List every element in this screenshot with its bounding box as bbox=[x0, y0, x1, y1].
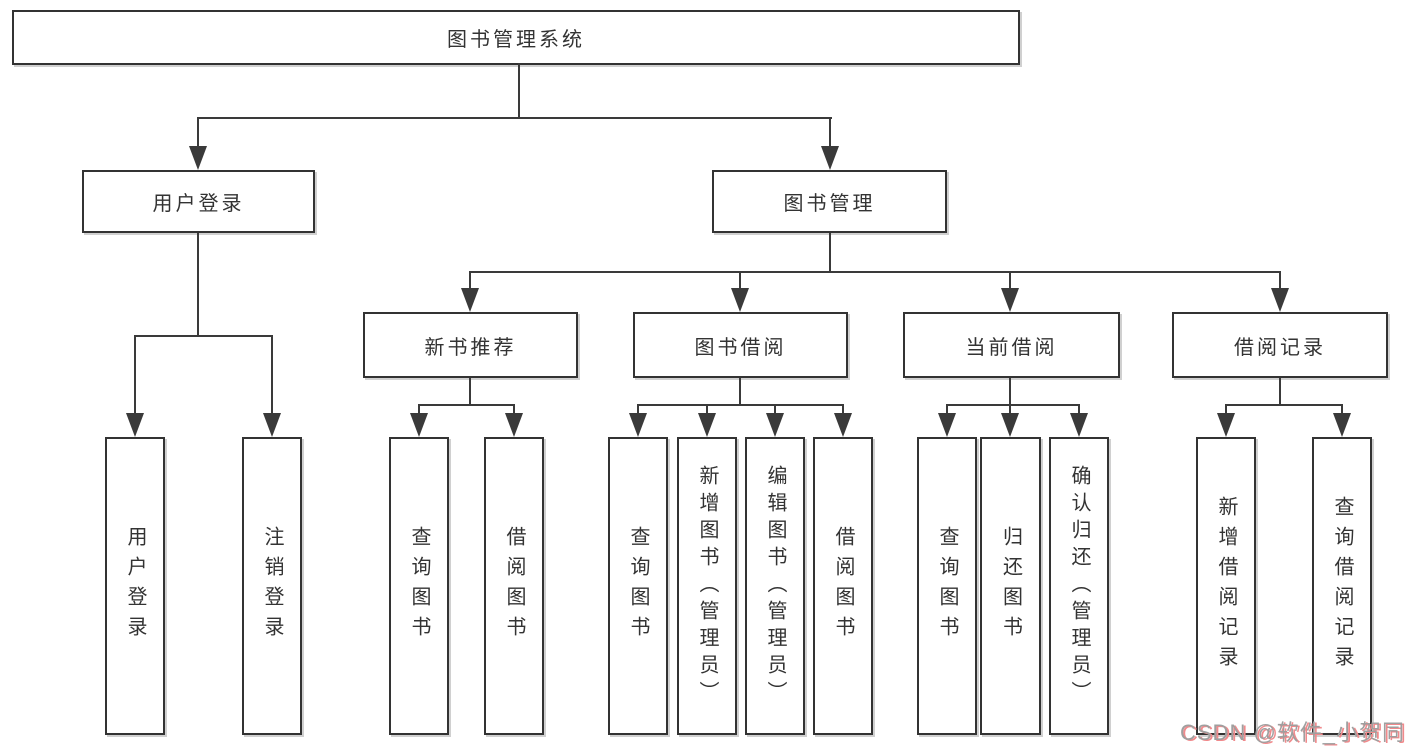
leaf-user-login: 用户登录 bbox=[105, 437, 165, 735]
connector-drop-cb-return bbox=[1009, 404, 1011, 418]
connector-drop-bb-add bbox=[706, 404, 708, 418]
connector-drop-bb-borrow bbox=[842, 404, 844, 418]
connector-drop-leaf-logout bbox=[271, 335, 273, 417]
connector-book-borrow-split bbox=[637, 404, 844, 406]
connector-drop-nb-borrow bbox=[513, 404, 515, 418]
connector-drop-book-borrow bbox=[739, 271, 741, 291]
connector-drop-bb-edit bbox=[774, 404, 776, 418]
leaf-cb-query-book: 查询图书 bbox=[917, 437, 977, 735]
node-borrow-record-label: 借阅记录 bbox=[1234, 336, 1326, 359]
arrowhead-nb-query-icon bbox=[410, 413, 428, 437]
connector-drop-user-login bbox=[197, 117, 199, 150]
arrowhead-new-book-icon bbox=[461, 288, 479, 312]
connector-book-management-stem bbox=[829, 233, 831, 273]
arrowhead-nb-borrow-icon bbox=[505, 413, 523, 437]
connector-drop-borrow-record bbox=[1279, 271, 1281, 291]
connector-new-book-stem bbox=[469, 378, 471, 406]
arrowhead-cb-query-icon bbox=[938, 413, 956, 437]
arrowhead-borrow-record-icon bbox=[1271, 288, 1289, 312]
leaf-bb-borrow-book: 借阅图书 bbox=[813, 437, 873, 735]
node-book-borrow: 图书借阅 bbox=[633, 312, 848, 378]
node-user-login-label: 用户登录 bbox=[152, 193, 245, 215]
connector-drop-bb-query bbox=[637, 404, 639, 418]
leaf-nb-query-book: 查询图书 bbox=[389, 437, 449, 735]
connector-drop-cb-confirm bbox=[1078, 404, 1080, 418]
connector-current-borrow-stem bbox=[1009, 378, 1011, 406]
connector-book-management-split bbox=[469, 271, 1281, 273]
leaf-br-add-record-label: 新增借阅记录 bbox=[1215, 496, 1237, 676]
arrowhead-leaf-logout-icon bbox=[263, 413, 281, 437]
leaf-bb-query-book: 查询图书 bbox=[608, 437, 668, 735]
leaf-bb-edit-book-admin: 编辑图书（管理员） bbox=[745, 437, 805, 735]
leaf-nb-borrow-book-label: 借阅图书 bbox=[503, 526, 525, 646]
leaf-br-query-record: 查询借阅记录 bbox=[1312, 437, 1372, 735]
leaf-cb-query-book-label: 查询图书 bbox=[936, 526, 958, 646]
connector-root-stem bbox=[518, 63, 520, 119]
watermark: CSDN @软件_小贺同学 bbox=[1180, 720, 1405, 745]
node-book-management-label: 图书管理 bbox=[783, 193, 876, 215]
arrowhead-bb-add-icon bbox=[698, 413, 716, 437]
connector-drop-leaf-user-login bbox=[134, 335, 136, 417]
leaf-bb-add-book-admin: 新增图书（管理员） bbox=[677, 437, 737, 735]
arrowhead-book-borrow-icon bbox=[731, 288, 749, 312]
leaf-bb-add-book-admin-label: 新增图书（管理员） bbox=[696, 464, 718, 708]
connector-root-split bbox=[197, 117, 832, 119]
leaf-user-login-label: 用户登录 bbox=[124, 526, 146, 646]
leaf-nb-query-book-label: 查询图书 bbox=[408, 526, 430, 646]
connector-borrow-record-stem bbox=[1279, 378, 1281, 406]
connector-drop-book-management bbox=[829, 117, 831, 150]
leaf-logout-login: 注销登录 bbox=[242, 437, 302, 735]
connector-new-book-split bbox=[418, 404, 515, 406]
arrowhead-bb-borrow-icon bbox=[834, 413, 852, 437]
node-current-borrow-label: 当前借阅 bbox=[965, 336, 1058, 359]
node-new-book-recommend: 新书推荐 bbox=[363, 312, 578, 378]
connector-drop-br-add bbox=[1225, 404, 1227, 418]
connector-user-login-split bbox=[134, 335, 273, 337]
node-root-label: 图书管理系统 bbox=[447, 29, 585, 51]
connector-drop-new-book bbox=[469, 271, 471, 291]
connector-current-borrow-split bbox=[946, 404, 1080, 406]
arrowhead-br-add-icon bbox=[1217, 413, 1235, 437]
node-current-borrow: 当前借阅 bbox=[903, 312, 1120, 378]
node-book-management: 图书管理 bbox=[712, 170, 947, 233]
leaf-br-query-record-label: 查询借阅记录 bbox=[1331, 496, 1353, 676]
leaf-logout-login-label: 注销登录 bbox=[261, 526, 283, 646]
node-user-login: 用户登录 bbox=[82, 170, 315, 233]
leaf-cb-return-book: 归还图书 bbox=[980, 437, 1041, 735]
node-new-book-recommend-label: 新书推荐 bbox=[424, 336, 517, 359]
arrowhead-book-management-icon bbox=[821, 146, 839, 170]
arrowhead-br-query-icon bbox=[1333, 413, 1351, 437]
leaf-cb-confirm-return-admin: 确认归还（管理员） bbox=[1049, 437, 1109, 735]
connector-drop-br-query bbox=[1341, 404, 1343, 418]
leaf-bb-edit-book-admin-label: 编辑图书（管理员） bbox=[764, 464, 786, 708]
connector-drop-cb-query bbox=[946, 404, 948, 418]
node-book-borrow-label: 图书借阅 bbox=[694, 336, 787, 359]
arrowhead-cb-confirm-icon bbox=[1070, 413, 1088, 437]
node-borrow-record: 借阅记录 bbox=[1172, 312, 1388, 378]
leaf-nb-borrow-book: 借阅图书 bbox=[484, 437, 544, 735]
leaf-bb-query-book-label: 查询图书 bbox=[627, 526, 649, 646]
arrowhead-bb-edit-icon bbox=[766, 413, 784, 437]
connector-book-borrow-stem bbox=[739, 378, 741, 406]
leaf-bb-borrow-book-label: 借阅图书 bbox=[832, 526, 854, 646]
leaf-br-add-record: 新增借阅记录 bbox=[1196, 437, 1256, 735]
connector-drop-nb-query bbox=[418, 404, 420, 418]
arrowhead-leaf-user-login-icon bbox=[126, 413, 144, 437]
leaf-cb-confirm-return-admin-label: 确认归还（管理员） bbox=[1068, 464, 1090, 708]
connector-borrow-record-split bbox=[1225, 404, 1342, 406]
arrowhead-cb-return-icon bbox=[1001, 413, 1019, 437]
arrowhead-current-borrow-icon bbox=[1001, 288, 1019, 312]
leaf-cb-return-book-label: 归还图书 bbox=[999, 526, 1022, 646]
arrowhead-user-login-icon bbox=[189, 146, 207, 170]
connector-user-login-stem bbox=[197, 233, 199, 337]
node-root-system: 图书管理系统 bbox=[12, 10, 1020, 65]
arrowhead-bb-query-icon bbox=[629, 413, 647, 437]
connector-drop-current-borrow bbox=[1009, 271, 1011, 291]
